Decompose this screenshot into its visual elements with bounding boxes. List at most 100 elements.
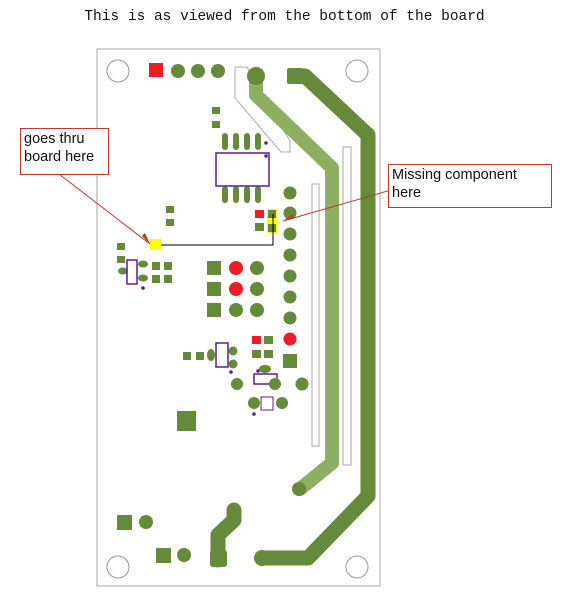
- ic-pin: [233, 133, 239, 150]
- diode-silkscreen: [260, 396, 274, 411]
- smd-pad: [212, 107, 220, 114]
- slot-outline-left: [311, 183, 320, 447]
- smd-pad: [118, 267, 128, 275]
- pad: [139, 515, 153, 529]
- pad: [250, 303, 264, 317]
- pad-red: [283, 332, 297, 346]
- smd-pad: [164, 262, 172, 270]
- smd-pad: [166, 206, 174, 213]
- smd-pad: [228, 359, 238, 369]
- ic-pin: [222, 186, 228, 203]
- smd-pad: [196, 352, 204, 360]
- pad-red: [229, 282, 243, 296]
- transistor-silkscreen: [126, 259, 138, 285]
- pad: [283, 248, 297, 262]
- pin1-dot: [264, 141, 268, 145]
- page-title: This is as viewed from the bottom of the…: [84, 9, 485, 25]
- missing-component-highlight: [267, 209, 277, 233]
- pad: [283, 311, 297, 325]
- pad-trace-start: [247, 67, 265, 85]
- smd-pad: [183, 352, 191, 360]
- smd-pad: [166, 219, 174, 226]
- pad: [231, 378, 243, 390]
- ic-pin: [255, 186, 261, 203]
- callout-arrow-thru: [58, 173, 151, 245]
- pad: [295, 377, 309, 391]
- pad: [276, 397, 288, 409]
- smd-pad: [164, 275, 172, 283]
- smd-pad: [138, 274, 148, 282]
- pad-square: [207, 303, 221, 317]
- ic-silkscreen: [215, 152, 270, 187]
- callout-goes-thru: goes thru board here: [20, 128, 109, 175]
- pad-square: [283, 354, 297, 368]
- pad-red: [229, 261, 243, 275]
- power-trace: [254, 68, 376, 566]
- mounting-hole-top-right: [345, 59, 369, 83]
- pad-square: [117, 515, 132, 530]
- pad-trace-terminal: [210, 550, 227, 567]
- pin1-dot: [229, 370, 233, 374]
- smd-pad: [207, 349, 215, 361]
- pad-power-end: [254, 550, 270, 566]
- slot-outline-right: [342, 146, 352, 466]
- smd-pad: [255, 223, 264, 231]
- connection-line: [161, 214, 274, 246]
- arrowhead: [142, 233, 150, 244]
- pad: [248, 397, 260, 409]
- callout-missing-component: Missing component here: [388, 164, 552, 208]
- transistor-silkscreen: [215, 342, 229, 368]
- smd-pad: [259, 365, 271, 373]
- pad: [269, 378, 281, 390]
- pad: [283, 290, 297, 304]
- ic-pin: [233, 186, 239, 203]
- pad: [250, 282, 264, 296]
- ic-pin: [255, 133, 261, 150]
- smd-pad: [117, 243, 125, 250]
- pin1-dot: [141, 286, 145, 290]
- ic-pin: [222, 133, 228, 150]
- ic-pin: [244, 186, 250, 203]
- pin1-dot: [264, 154, 268, 158]
- smd-pad-red: [252, 336, 261, 344]
- via-highlight: [150, 239, 161, 250]
- mounting-hole-bottom-right: [345, 555, 369, 579]
- smd-pad: [268, 224, 276, 232]
- ic-pin: [244, 133, 250, 150]
- smd-pad: [228, 346, 238, 356]
- pad-power-start: [287, 68, 303, 84]
- mounting-hole-bottom-left: [106, 555, 130, 579]
- pad-square: [207, 261, 221, 275]
- smd-pad: [138, 260, 148, 268]
- pin1-dot: [256, 369, 260, 373]
- arrowhead: [283, 214, 294, 221]
- smd-pad: [264, 350, 273, 358]
- smd-pad: [252, 350, 261, 358]
- smd-pad: [152, 275, 160, 283]
- pad: [250, 261, 264, 275]
- pad: [177, 548, 191, 562]
- mounting-hole-top-left: [106, 59, 130, 83]
- smd-pad: [152, 262, 160, 270]
- header-pad-3: [191, 64, 205, 78]
- callout-arrow-missing: [282, 187, 399, 222]
- smd-pad-red: [255, 210, 264, 218]
- header-pad-2: [171, 64, 185, 78]
- smd-pad: [268, 210, 276, 218]
- pad: [283, 186, 297, 200]
- pad-square: [156, 548, 171, 563]
- pad-square: [207, 282, 221, 296]
- pad: [283, 227, 297, 241]
- pad: [229, 303, 243, 317]
- pad-trace-end: [292, 482, 306, 496]
- smd-pad: [117, 256, 125, 263]
- smd-pad: [264, 336, 273, 344]
- pad-large: [177, 411, 196, 431]
- smd-pad: [212, 121, 220, 128]
- light-trace: [249, 69, 339, 496]
- pin1-dot: [252, 412, 256, 416]
- bottom-trace: [210, 502, 242, 568]
- pad: [283, 269, 297, 283]
- header-pad-4: [211, 64, 225, 78]
